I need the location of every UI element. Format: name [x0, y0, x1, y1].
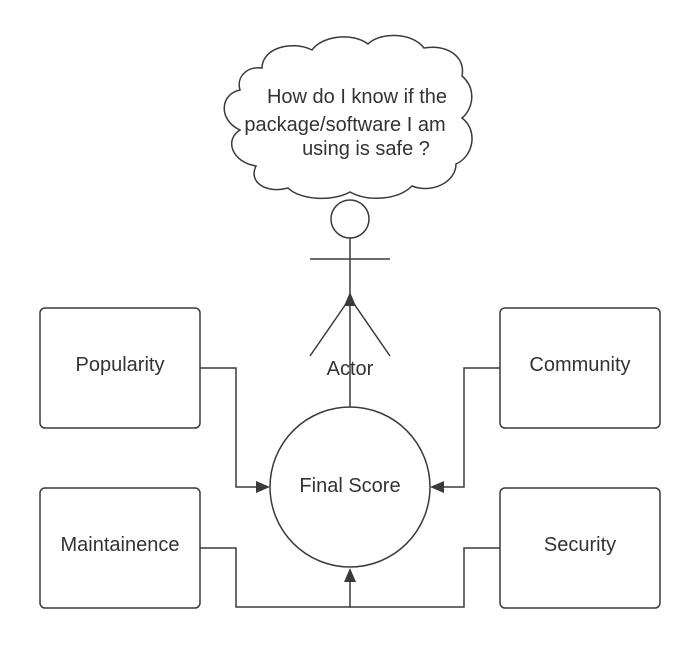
- connector-maintainence: [200, 547, 351, 608]
- actor-right-leg: [349, 297, 391, 357]
- final-score-node: Final Score: [269, 406, 431, 568]
- community-label: Community: [529, 354, 630, 376]
- arrowhead-community: [430, 481, 444, 493]
- final-score-label: Final Score: [299, 475, 400, 497]
- security-label: Security: [544, 534, 616, 556]
- connector-popularity: [200, 367, 256, 488]
- security-node: Security: [499, 487, 661, 609]
- popularity-node: Popularity: [39, 307, 201, 429]
- arrowhead-popularity: [256, 481, 270, 493]
- thought-cloud: How do I know if the package/software I …: [223, 34, 473, 200]
- connector-security: [350, 547, 500, 608]
- thought-line-2: package/software I am: [244, 114, 445, 136]
- community-node: Community: [499, 307, 661, 429]
- thought-line-3: using is safe ?: [302, 138, 430, 160]
- actor-left-leg: [309, 297, 351, 357]
- arrowhead-bottom: [344, 568, 356, 582]
- actor-head: [330, 199, 370, 239]
- connector-community: [444, 367, 500, 488]
- cloud-shape: [223, 34, 473, 200]
- maintainence-node: Maintainence: [39, 487, 201, 609]
- popularity-label: Popularity: [76, 354, 165, 376]
- maintainence-label: Maintainence: [61, 534, 180, 556]
- thought-line-1: How do I know if the: [267, 86, 447, 108]
- arrowhead-actor: [344, 292, 356, 306]
